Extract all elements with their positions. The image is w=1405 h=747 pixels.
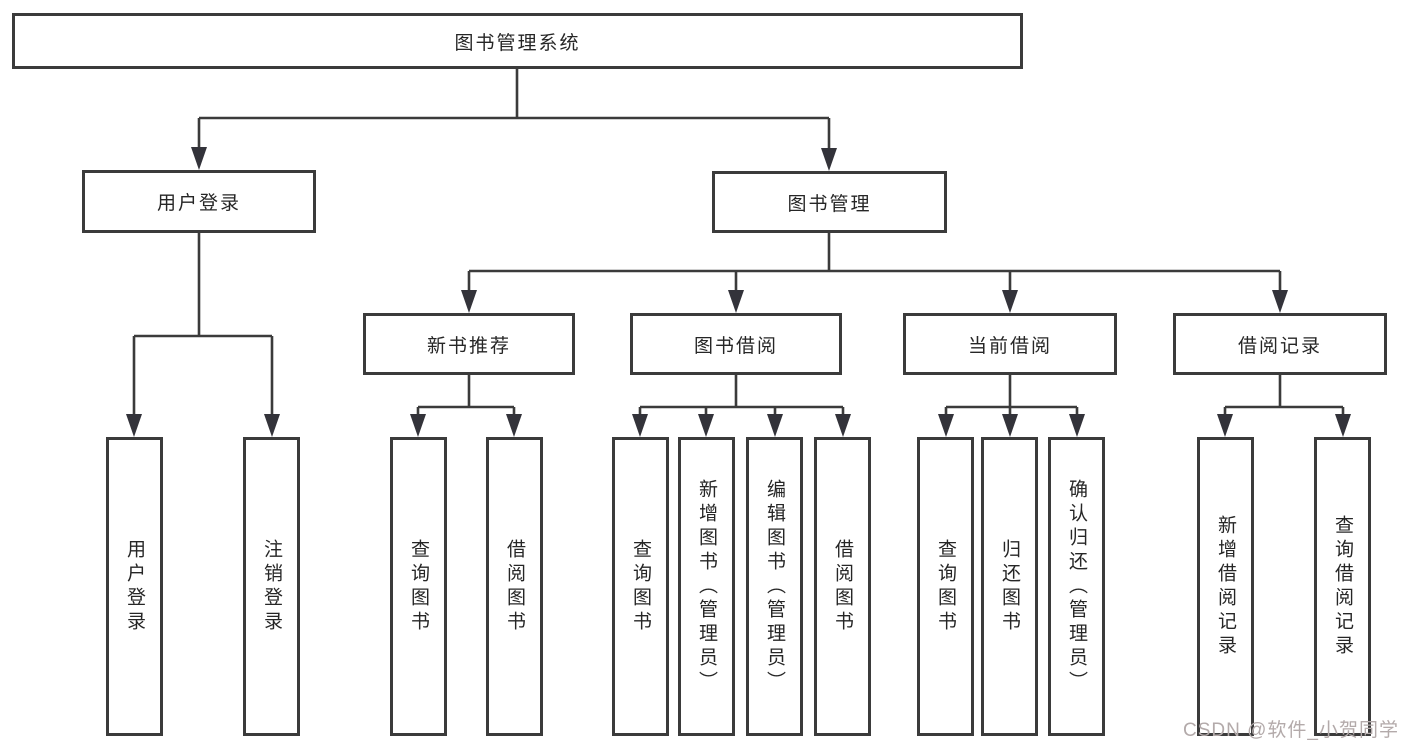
leaf-query-books-3: 查询图书: [917, 437, 974, 736]
arrow-down-icon: [1069, 414, 1085, 437]
arrow-down-icon: [1002, 414, 1018, 437]
leaf-label: 查询图书: [408, 538, 429, 635]
node-book-management: 图书管理: [712, 171, 947, 233]
leaf-query-books-1: 查询图书: [390, 437, 447, 736]
leaf-user-login: 用户登录: [106, 437, 163, 736]
arrow-down-icon: [698, 414, 714, 437]
arrowheads: [126, 147, 1351, 437]
leaf-label: 新增借阅记录: [1215, 514, 1236, 659]
arrow-down-icon: [461, 290, 477, 313]
leaf-borrow-books-1: 借阅图书: [486, 437, 543, 736]
leaf-label: 借阅图书: [504, 538, 525, 635]
leaf-label: 新增图书（管理员）: [696, 478, 717, 695]
leaf-label: 查询图书: [935, 538, 956, 635]
tree-edges: [132, 69, 1345, 415]
arrow-down-icon: [1335, 414, 1351, 437]
leaf-label: 归还图书: [999, 538, 1020, 635]
leaf-edit-book-admin: 编辑图书（管理员）: [746, 437, 803, 736]
node-current-borrowing: 当前借阅: [903, 313, 1117, 375]
leaf-add-borrow-record: 新增借阅记录: [1197, 437, 1254, 736]
node-user-login: 用户登录: [82, 170, 316, 233]
arrow-down-icon: [938, 414, 954, 437]
arrow-down-icon: [767, 414, 783, 437]
arrow-down-icon: [191, 147, 207, 170]
arrow-down-icon: [126, 414, 142, 437]
leaf-label: 注销登录: [261, 538, 282, 635]
leaf-label: 编辑图书（管理员）: [764, 478, 785, 695]
arrow-down-icon: [821, 148, 837, 171]
arrow-down-icon: [410, 414, 426, 437]
arrow-down-icon: [632, 414, 648, 437]
leaf-label: 查询图书: [630, 538, 651, 635]
leaf-label: 借阅图书: [832, 538, 853, 635]
node-new-book-recommend: 新书推荐: [363, 313, 575, 375]
arrow-down-icon: [1272, 290, 1288, 313]
node-book-borrowing: 图书借阅: [630, 313, 842, 375]
leaf-add-book-admin: 新增图书（管理员）: [678, 437, 735, 736]
arrow-down-icon: [506, 414, 522, 437]
leaf-label: 用户登录: [124, 538, 145, 635]
leaf-query-borrow-record: 查询借阅记录: [1314, 437, 1371, 736]
arrow-down-icon: [728, 290, 744, 313]
leaf-label: 查询借阅记录: [1332, 514, 1353, 659]
arrow-down-icon: [1217, 414, 1233, 437]
node-library-system: 图书管理系统: [12, 13, 1023, 69]
arrow-down-icon: [1002, 290, 1018, 313]
watermark: CSDN @软件_小贺同学: [1183, 720, 1399, 741]
arrow-down-icon: [835, 414, 851, 437]
arrow-down-icon: [264, 414, 280, 437]
leaf-query-books-2: 查询图书: [612, 437, 669, 736]
leaf-logout-login: 注销登录: [243, 437, 300, 736]
leaf-confirm-return-admin: 确认归还（管理员）: [1048, 437, 1105, 736]
leaf-return-books: 归还图书: [981, 437, 1038, 736]
node-borrow-records: 借阅记录: [1173, 313, 1387, 375]
leaf-borrow-books-2: 借阅图书: [814, 437, 871, 736]
leaf-label: 确认归还（管理员）: [1066, 478, 1087, 695]
